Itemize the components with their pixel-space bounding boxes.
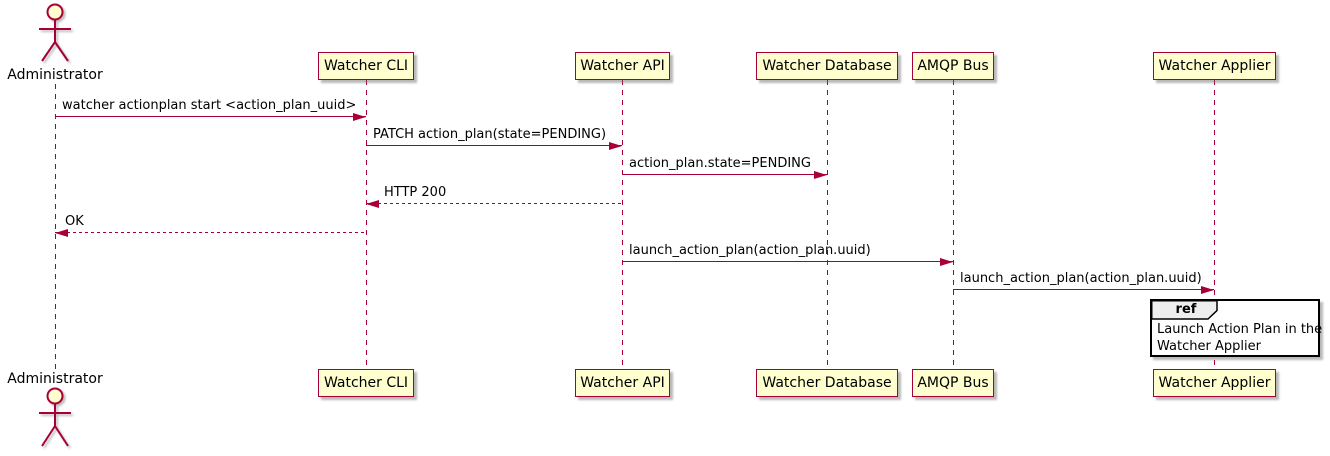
message-http-200: HTTP 200 (366, 185, 622, 208)
message-label: PATCH action_plan(state=PENDING) (373, 127, 607, 142)
lifeline-watcher-database (827, 80, 828, 369)
lifeline-watcher-applier (1214, 80, 1215, 369)
message-label: launch_action_plan(action_plan.uuid) (629, 243, 871, 258)
participant-watcher-api-top: Watcher API (575, 52, 670, 80)
message-line (953, 289, 1214, 290)
participant-watcher-api-bottom: Watcher API (575, 369, 670, 397)
arrowhead-icon (366, 200, 379, 208)
message-launch-action-plan-amqp: launch_action_plan(action_plan.uuid) (622, 243, 953, 266)
participant-watcher-database-bottom: Watcher Database (756, 369, 898, 397)
arrowhead-icon (353, 113, 366, 121)
message-line (55, 232, 366, 233)
participant-watcher-database-top: Watcher Database (756, 52, 898, 80)
participant-amqp-bus-top: AMQP Bus (912, 52, 994, 80)
lifeline-watcher-api (622, 80, 623, 369)
message-start-actionplan: watcher actionplan start <action_plan_uu… (55, 98, 366, 121)
lifeline-administrator (55, 84, 56, 370)
lifeline-watcher-cli (366, 80, 367, 369)
message-label: OK (65, 214, 84, 229)
message-label: HTTP 200 (384, 185, 447, 200)
arrowhead-icon (814, 171, 827, 179)
message-label: watcher actionplan start <action_plan_uu… (62, 98, 357, 113)
lifeline-amqp-bus (953, 80, 954, 369)
message-line (366, 145, 622, 146)
participant-watcher-cli-bottom: Watcher CLI (318, 369, 414, 397)
actor-label-bottom: Administrator (7, 371, 103, 387)
message-label: launch_action_plan(action_plan.uuid) (960, 271, 1202, 286)
message-state-pending: action_plan.state=PENDING (622, 156, 827, 179)
actor-label-top: Administrator (7, 67, 103, 83)
ref-text-line2: Watcher Applier (1157, 339, 1261, 354)
arrowhead-icon (1201, 286, 1214, 294)
ref-tab-icon (1151, 300, 1218, 320)
message-ok: OK (55, 214, 366, 237)
message-launch-action-plan-applier: launch_action_plan(action_plan.uuid) (953, 271, 1214, 294)
message-line (622, 174, 827, 175)
arrowhead-icon (940, 258, 953, 266)
ref-text-line1: Launch Action Plan in the (1157, 322, 1323, 337)
participant-amqp-bus-bottom: AMQP Bus (912, 369, 994, 397)
message-patch-action-plan: PATCH action_plan(state=PENDING) (366, 127, 622, 150)
actor-figure-icon (39, 387, 71, 447)
participant-watcher-applier-bottom: Watcher Applier (1153, 369, 1276, 397)
actor-figure-icon (39, 3, 71, 62)
participant-watcher-applier-top: Watcher Applier (1153, 52, 1276, 80)
message-label: action_plan.state=PENDING (629, 156, 811, 171)
ref-keyword: ref (1175, 302, 1197, 317)
arrowhead-icon (55, 229, 68, 237)
arrowhead-icon (609, 142, 622, 150)
participant-watcher-cli-top: Watcher CLI (318, 52, 414, 80)
message-line (622, 261, 953, 262)
message-line (55, 116, 366, 117)
ref-fragment: ref Launch Action Plan in the Watcher Ap… (1150, 299, 1323, 357)
message-line (366, 203, 622, 204)
